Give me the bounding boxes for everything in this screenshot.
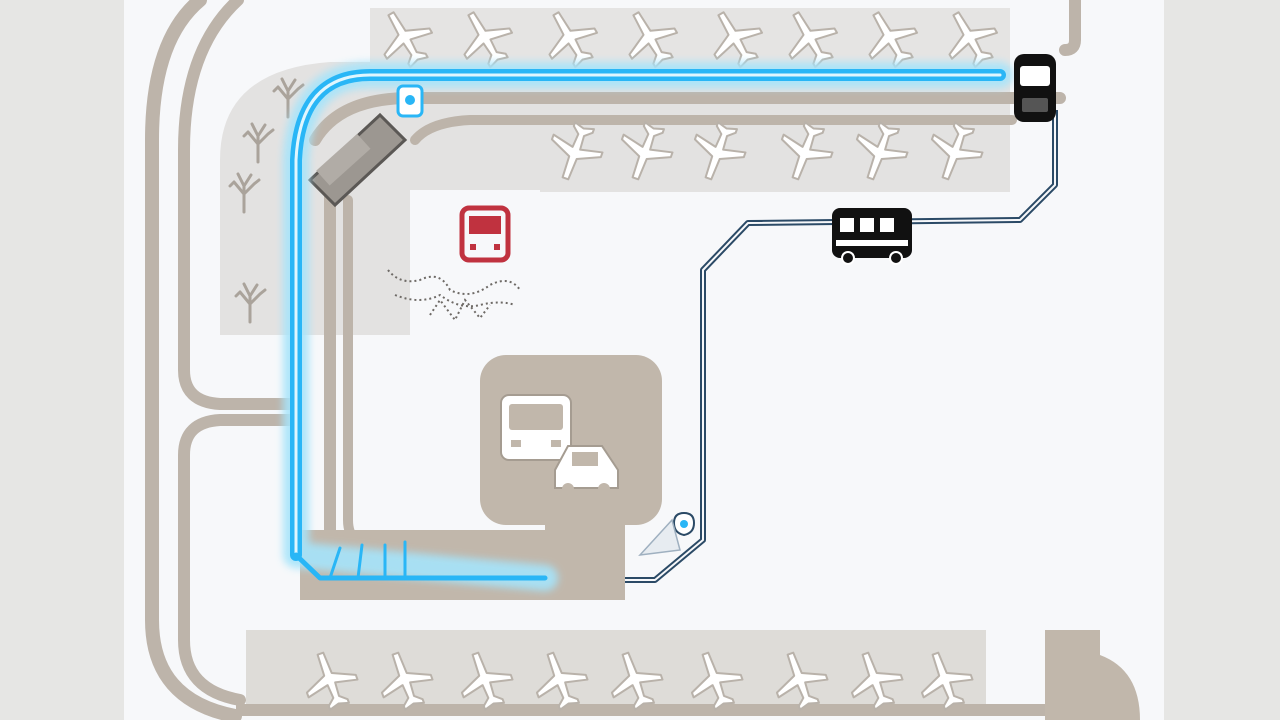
location-pin-icon[interactable]: [672, 511, 696, 537]
dark-shuttle-route[interactable]: [625, 110, 1058, 583]
location-pin-icon[interactable]: [396, 84, 424, 118]
ramp-marker: [638, 518, 681, 556]
white-bus-icon: [500, 394, 572, 461]
blue-transit-route[interactable]: [283, 62, 1013, 591]
black-shuttle-icon[interactable]: [832, 208, 912, 265]
terminal-building[interactable]: [307, 112, 408, 208]
perimeter-road[interactable]: [145, 0, 1081, 720]
tree-icon: [387, 269, 521, 322]
white-car-icon: [554, 445, 619, 495]
red-bus-icon[interactable]: [459, 205, 511, 263]
terminal-icon: [316, 133, 371, 186]
southeast-ramp: [1045, 630, 1140, 720]
taxi-icon[interactable]: [1014, 54, 1056, 122]
